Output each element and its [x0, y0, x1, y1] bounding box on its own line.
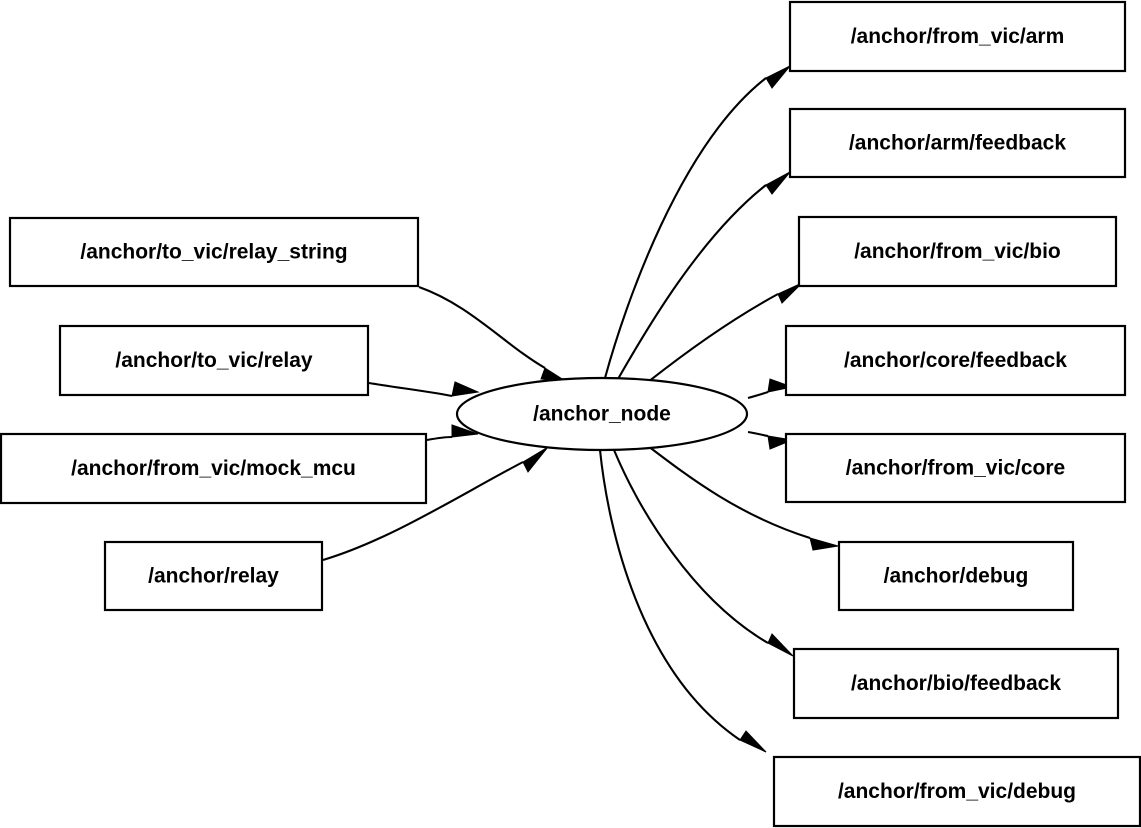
edge-line — [418, 286, 546, 369]
arrowhead-icon — [765, 65, 791, 89]
topic-node-anchor-arm-feedback[interactable]: /anchor/arm/feedback — [788, 107, 1127, 179]
node-label: /anchor/core/feedback — [844, 349, 1067, 372]
node-rect[interactable] — [772, 755, 1141, 828]
edge-line — [426, 435, 453, 442]
node-label: /anchor/from_vic/arm — [851, 25, 1065, 48]
topic-node-anchor-bio-feedback[interactable]: /anchor/bio/feedback — [792, 647, 1120, 720]
edge-anchor-node-to-anchor-debug — [647, 445, 839, 551]
node-rect[interactable] — [837, 540, 1075, 612]
node-rect[interactable] — [0, 432, 428, 505]
edge-anchor-node-to-anchor-from-vic-bio — [647, 282, 803, 383]
arrowhead-icon — [451, 424, 479, 438]
node-label: /anchor/from_vic/bio — [854, 240, 1061, 263]
topic-node-anchor-debug[interactable]: /anchor/debug — [837, 540, 1075, 612]
arrowhead-icon — [767, 378, 794, 393]
edge-line — [603, 77, 767, 379]
edges-layer — [322, 65, 839, 753]
arrowhead-icon — [765, 171, 791, 195]
node-label: /anchor/from_vic/mock_mcu — [71, 457, 356, 480]
edge-anchor-node-to-anchor-core-feedback — [747, 378, 794, 400]
edge-anchor-node-to-anchor-from-vic-arm — [603, 65, 791, 379]
edge-anchor-node-to-anchor-arm-feedback — [617, 171, 791, 380]
arrowhead-icon — [809, 537, 839, 551]
topic-node-anchor-from-vic-bio[interactable]: /anchor/from_vic/bio — [797, 215, 1118, 288]
topic-node-anchor-from-vic-core[interactable]: /anchor/from_vic/core — [784, 432, 1127, 504]
node-rect[interactable] — [784, 432, 1127, 504]
edge-line — [747, 391, 769, 400]
node-rect[interactable] — [788, 0, 1127, 73]
edge-line — [322, 461, 524, 562]
node-label: /anchor/from_vic/core — [846, 457, 1065, 480]
topic-node-anchor-from-vic-debug[interactable]: /anchor/from_vic/debug — [772, 755, 1141, 828]
topic-node-anchor-to-vic-relay[interactable]: /anchor/to_vic/relay — [58, 324, 370, 397]
arrowhead-icon — [777, 282, 803, 304]
topic-node-anchor-from-vic-arm[interactable]: /anchor/from_vic/arm — [788, 0, 1127, 73]
topic-node-anchor-core-feedback[interactable]: /anchor/core/feedback — [784, 324, 1127, 397]
edge-anchor-node-to-anchor-bio-feedback — [613, 449, 794, 657]
node-rect[interactable] — [8, 216, 420, 288]
arrowhead-icon — [522, 446, 549, 473]
edge-line — [747, 430, 769, 438]
node-rect[interactable] — [792, 647, 1120, 720]
node-rect[interactable] — [784, 324, 1127, 397]
edge-line — [368, 381, 453, 398]
edge-anchor-from-vic-mock-mcu-to-anchor-node — [426, 424, 479, 442]
edge-line — [613, 449, 769, 644]
edge-anchor-relay-to-anchor-node — [322, 446, 549, 562]
node-label: /anchor/arm/feedback — [849, 132, 1066, 155]
node-label: /anchor/to_vic/relay — [115, 349, 313, 372]
node-rect[interactable] — [788, 107, 1127, 179]
node-label: /anchor/relay — [148, 565, 279, 588]
node-label: /anchor/debug — [884, 565, 1029, 588]
node-rect[interactable] — [797, 215, 1118, 288]
arrowhead-icon — [739, 730, 767, 753]
edge-anchor-to-vic-relay-string-to-anchor-node — [418, 286, 568, 383]
center-node-anchor-node[interactable]: /anchor_node — [455, 376, 749, 452]
arrowhead-icon — [451, 381, 480, 397]
edge-anchor-node-to-anchor-from-vic-debug — [598, 449, 767, 753]
node-label: /anchor_node — [533, 403, 671, 426]
node-label: /anchor/from_vic/debug — [838, 780, 1076, 803]
topic-node-anchor-to-vic-relay-string[interactable]: /anchor/to_vic/relay_string — [8, 216, 420, 288]
topic-node-anchor-from-vic-mock-mcu[interactable]: /anchor/from_vic/mock_mcu — [0, 432, 428, 505]
edge-line — [647, 445, 811, 540]
node-rect[interactable] — [103, 540, 324, 612]
node-rect[interactable] — [58, 324, 370, 397]
node-ellipse[interactable] — [455, 376, 749, 452]
topic-node-anchor-relay[interactable]: /anchor/relay — [103, 540, 324, 612]
edge-line — [617, 184, 767, 380]
node-label: /anchor/bio/feedback — [851, 672, 1061, 695]
arrowhead-icon — [767, 633, 794, 657]
node-label: /anchor/to_vic/relay_string — [80, 241, 347, 264]
edge-line — [647, 293, 779, 383]
edge-line — [598, 449, 741, 741]
edge-anchor-to-vic-relay-to-anchor-node — [368, 381, 480, 398]
